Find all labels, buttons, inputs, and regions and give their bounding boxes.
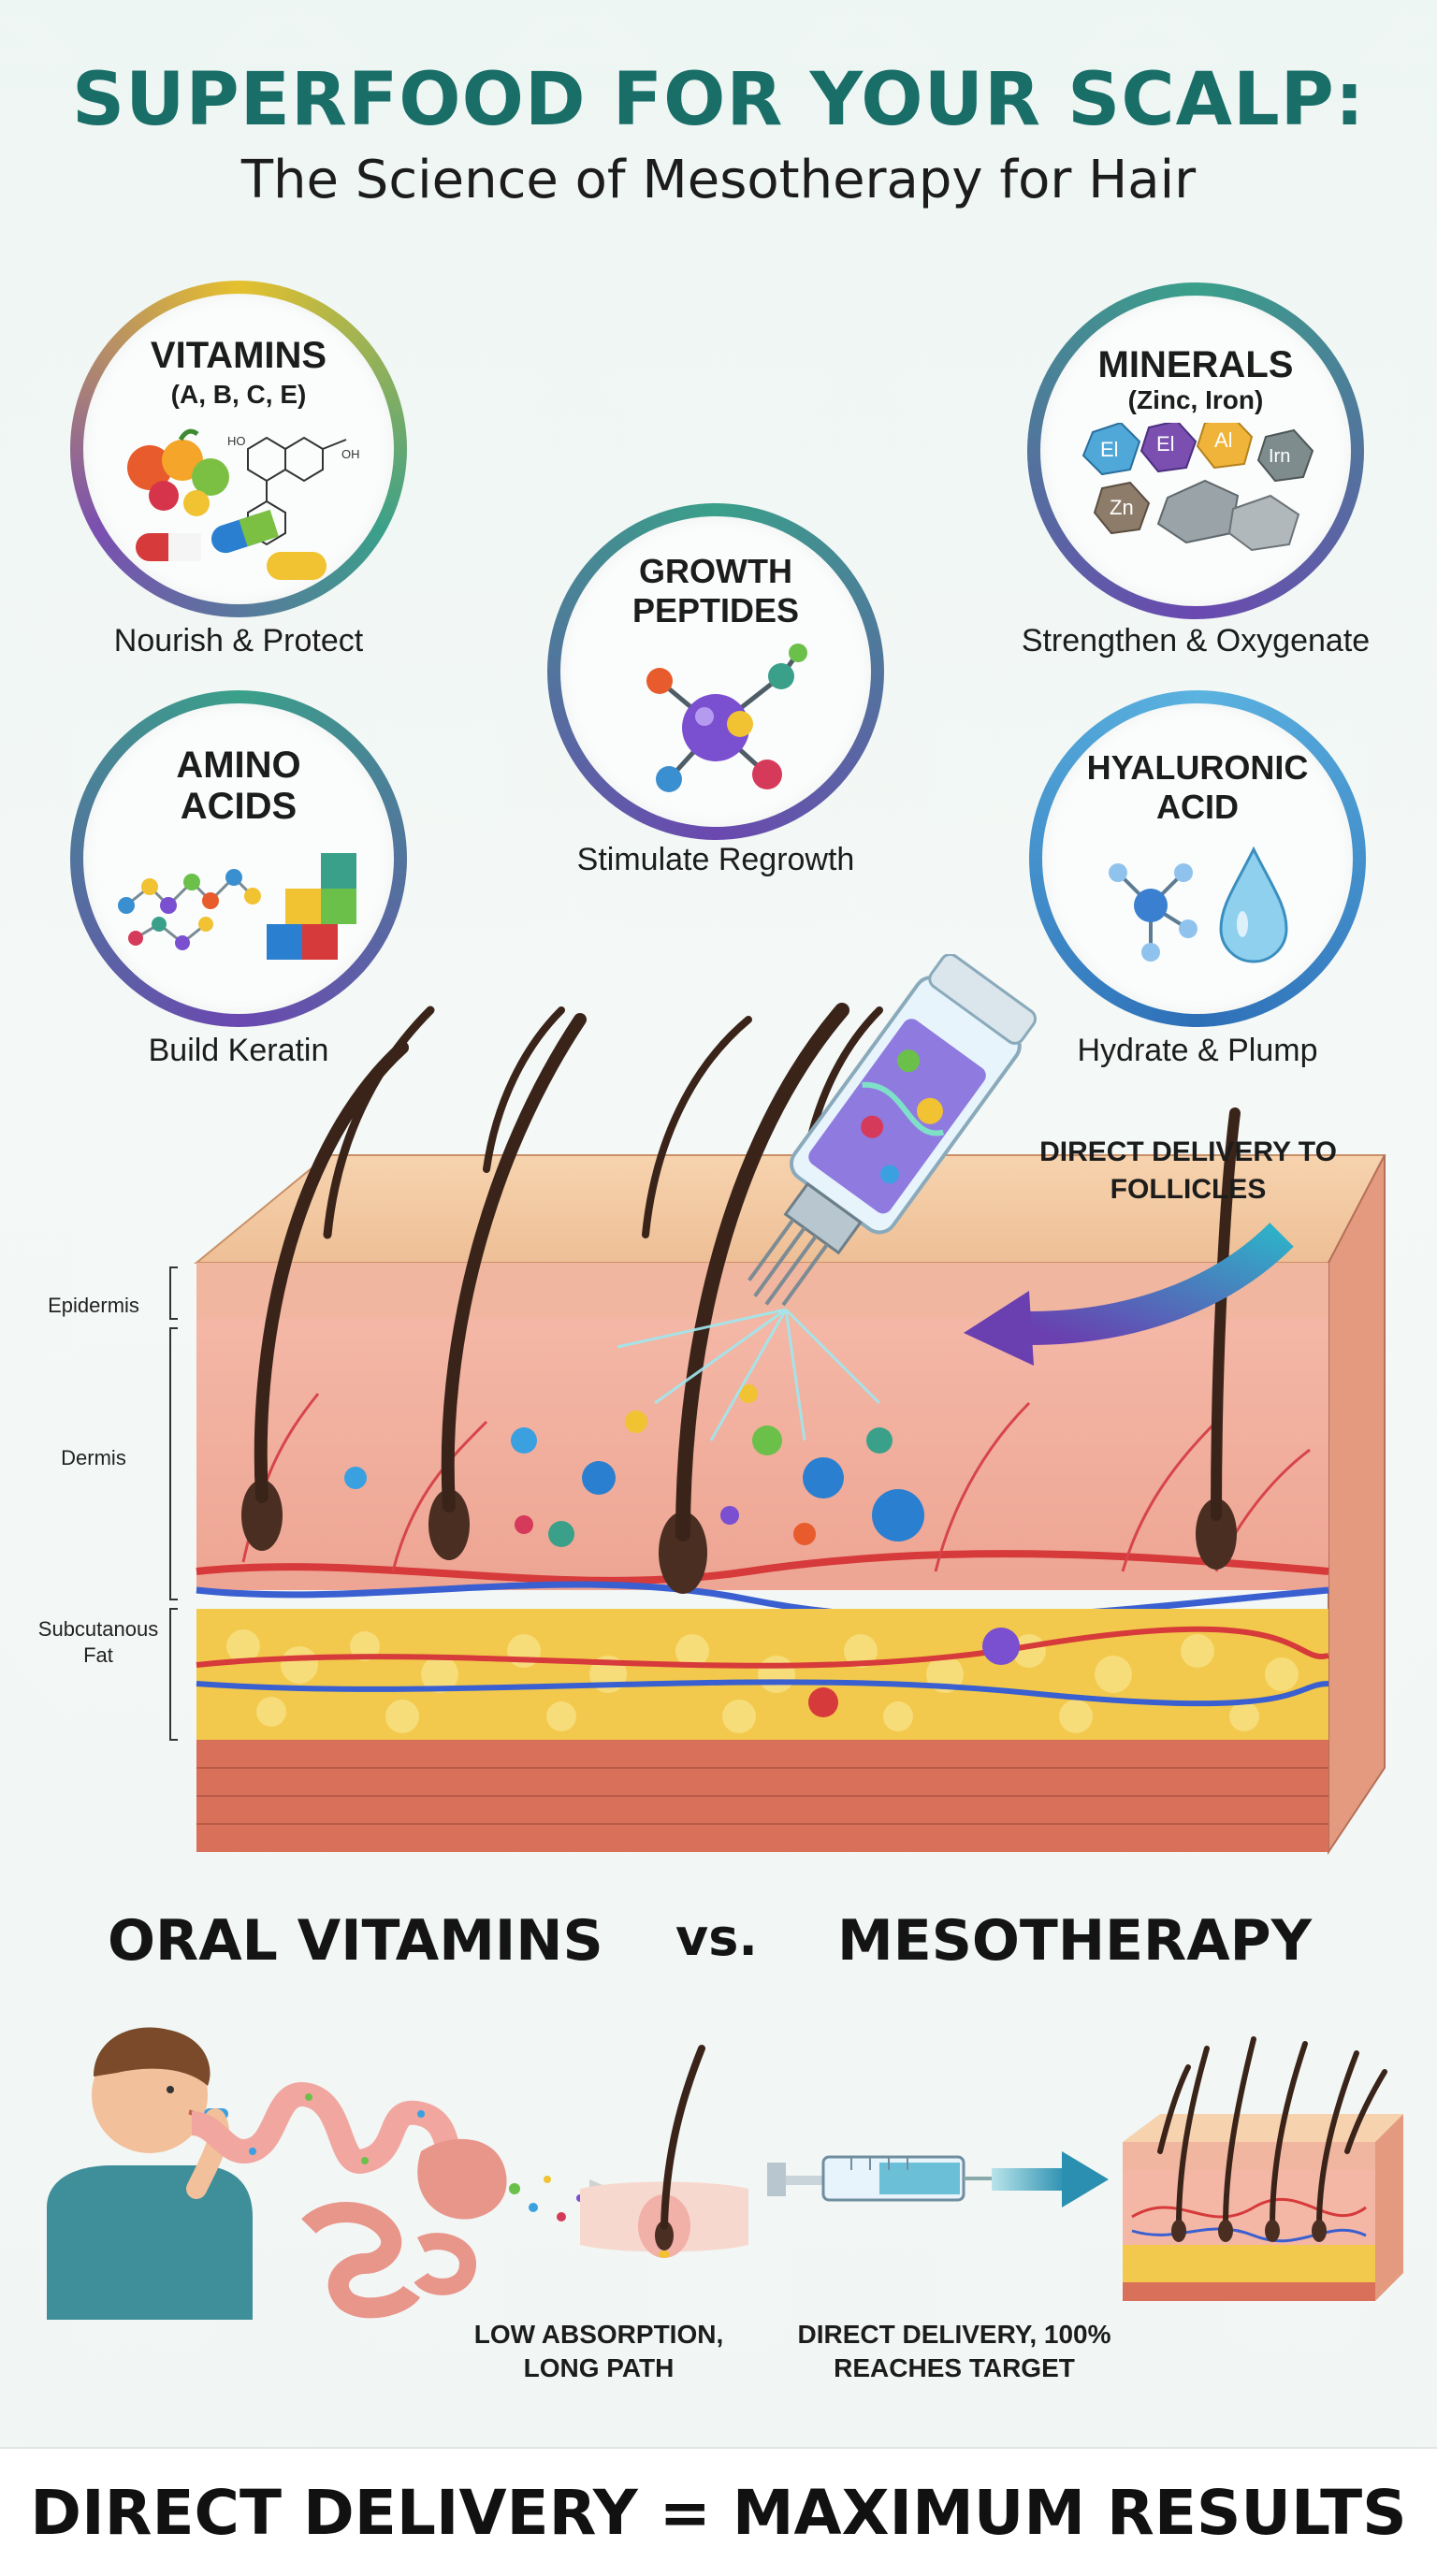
single-follicle-icon (580, 2045, 748, 2258)
subcutaneous-fat-label: Subcutanous Fat (37, 1617, 159, 1667)
oral-caption: LOW ABSORPTION, LONG PATH (473, 2320, 724, 2382)
minerals-caption: Strengthen & Oxygenate (1021, 623, 1371, 658)
intestines-icon (301, 2202, 477, 2319)
mesotherapy-heading: MESOTHERAPY (837, 1908, 1313, 1974)
peptides-title: GROWTH PEPTIDES (631, 552, 800, 630)
stomach-icon (417, 2138, 507, 2220)
mini-skin-block (1123, 2036, 1403, 2301)
digestive-tract (190, 2082, 477, 2207)
syringe-icon (767, 2151, 1109, 2207)
minerals-subtitle: (Zinc, Iron) (1127, 385, 1264, 414)
svg-text:OH: OH (341, 447, 360, 461)
direct-delivery-callout: DIRECT DELIVERY TO FOLLICLES (1039, 1136, 1337, 1205)
vs-label: vs. (675, 1908, 758, 1967)
person-taking-pill-icon (47, 2027, 253, 2320)
page-subtitle: The Science of Mesotherapy for Hair (240, 150, 1197, 210)
minerals-ring: MINERALS (Zinc, Iron) El El Al Irn Zn (1027, 282, 1364, 619)
tile-irn: Irn (1269, 446, 1290, 467)
artery (196, 1550, 1329, 1585)
peptides-caption: Stimulate Regrowth (576, 842, 855, 877)
footer-banner: DIRECT DELIVERY = MAXIMUM RESULTS (0, 2447, 1437, 2576)
molecule-icon (646, 644, 807, 792)
amino-chain-icon (118, 853, 356, 960)
amino-ring: AMINO ACIDS (70, 690, 407, 1027)
amino-caption: Build Keratin (148, 1033, 329, 1068)
tile-el-2: El (1156, 432, 1175, 456)
oral-vitamins-heading: ORAL VITAMINS (108, 1908, 603, 1974)
nutrient-particles (344, 1384, 1020, 1717)
tile-el-1: El (1100, 438, 1119, 461)
oral-path-illustration (47, 2027, 646, 2320)
skin-cross-section (169, 954, 1386, 1856)
vitamins-title: VITAMINS (150, 335, 327, 376)
footer-tagline: DIRECT DELIVERY = MAXIMUM RESULTS (30, 2477, 1407, 2549)
mesotherapy-device (748, 954, 1037, 1307)
hair-follicles (241, 1003, 1241, 1594)
hyaluronic-ring: HYALURONIC ACID (1029, 690, 1366, 1027)
delivery-arrowhead (964, 1291, 1034, 1366)
element-tiles-icon: El El Al Irn Zn (1081, 423, 1314, 552)
water-drop-icon (1109, 846, 1288, 963)
minerals-title: MINERALS (1097, 344, 1294, 385)
svg-text:HO: HO (227, 434, 246, 448)
peptides-ring: GROWTH PEPTIDES (547, 503, 884, 840)
layer-brackets (169, 1266, 178, 1741)
page-title: SUPERFOOD FOR YOUR SCALP: (71, 58, 1366, 142)
amino-title: AMINO ACIDS (176, 745, 301, 827)
skin-side-face (1328, 1154, 1386, 1856)
delivery-arrow (1028, 1223, 1294, 1345)
epidermis-label: Epidermis (48, 1294, 139, 1317)
vitamins-ring: VITAMINS (A, B, C, E) HO OH (70, 281, 407, 617)
vitamins-caption: Nourish & Protect (113, 623, 364, 658)
tile-al: Al (1214, 428, 1233, 452)
injection-sparkle (617, 1308, 881, 1441)
hyaluronic-title: HYALURONIC ACID (1086, 748, 1309, 826)
dermis-label: Dermis (61, 1446, 126, 1469)
tile-zn: Zn (1110, 496, 1134, 519)
hyaluronic-caption: Hydrate & Plump (1077, 1033, 1318, 1068)
fruit-and-capsules-icon: HO OH (127, 428, 360, 580)
vein (196, 1581, 1329, 1622)
vitamins-subtitle: (A, B, C, E) (170, 380, 307, 409)
mesotherapy-caption: DIRECT DELIVERY, 100% REACHES TARGET (797, 2320, 1111, 2382)
